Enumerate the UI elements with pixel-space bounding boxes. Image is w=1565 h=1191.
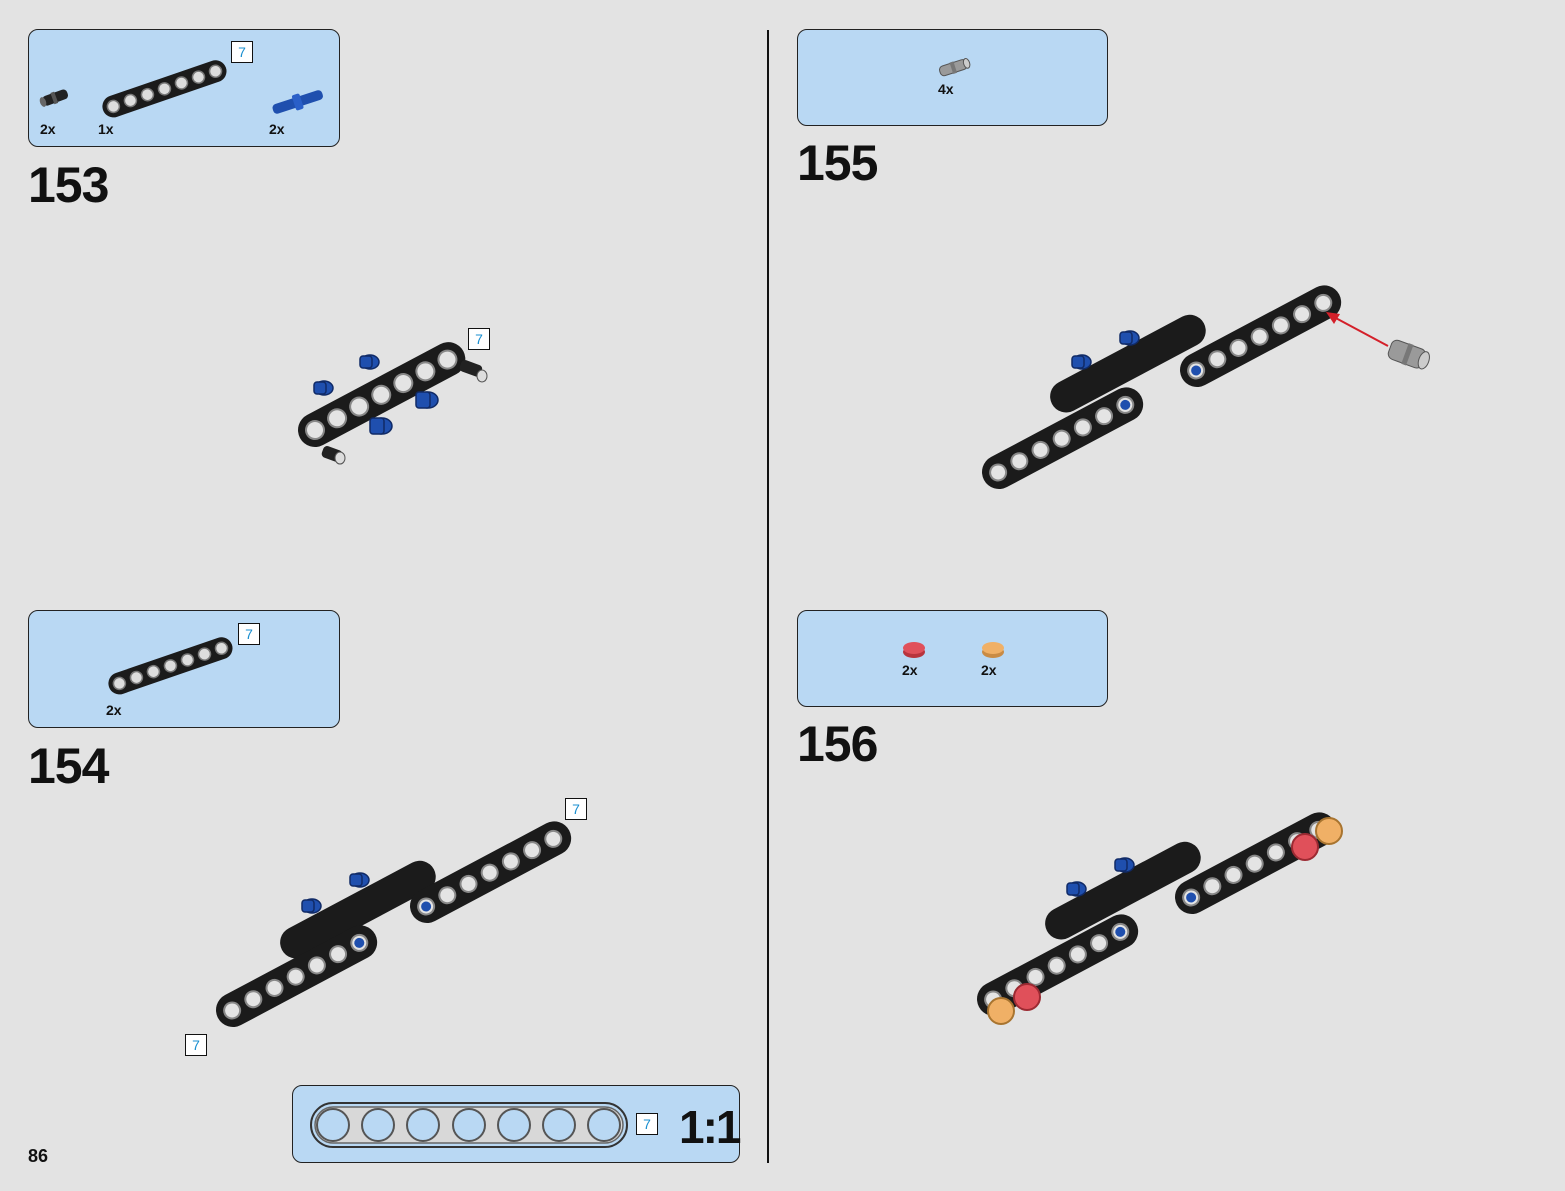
red-round-tile-icon: [1013, 833, 1319, 1011]
parts-box-step-154: 2x 7: [28, 610, 340, 728]
scale-length-tag: 7: [636, 1113, 658, 1135]
beam-7-icon: [108, 637, 233, 695]
beam-length-tag: 7: [231, 41, 253, 63]
parts-box-step-156: 2x 2x: [797, 610, 1108, 707]
part-qty: 2x: [981, 662, 997, 678]
assembly-model-156: [977, 812, 1343, 1025]
callout-length-tag: 7: [468, 328, 490, 350]
scale-box: 7 1:1: [292, 1085, 742, 1163]
beam-length-tag: 7: [238, 623, 260, 645]
gray-pin-icon: [1387, 339, 1430, 370]
insert-arrow: [1326, 312, 1389, 347]
parts-box-step-155: 4x: [797, 29, 1108, 126]
beam-7-icon: [102, 60, 227, 118]
step-number-156: 156: [797, 716, 878, 772]
parts-art-153: [39, 60, 323, 118]
part-qty: 2x: [106, 702, 122, 718]
page-divider: [767, 30, 769, 1163]
callout-length-tag: 7: [185, 1034, 207, 1056]
blue-axle-pin-icon: [272, 90, 323, 114]
part-qty: 2x: [40, 121, 56, 137]
assembly-model-153: [298, 342, 488, 465]
scale-ratio: 1:1: [679, 1101, 742, 1153]
step-number-153: 153: [28, 157, 109, 213]
parts-art-155: [938, 58, 971, 77]
orange-round-tile-icon: [982, 642, 1004, 658]
parts-art-156: [903, 642, 1004, 658]
assembly-model-154: [216, 821, 572, 1028]
gray-pin-icon: [938, 58, 971, 77]
parts-art-154: [108, 637, 233, 695]
step-number-154: 154: [28, 738, 109, 794]
black-pin-icon: [39, 89, 69, 107]
page-number: 86: [28, 1146, 49, 1166]
parts-box-step-153: 2x 1x 2x 7: [28, 29, 340, 147]
assembly-model-155: [982, 285, 1430, 490]
orange-round-tile-icon: [987, 817, 1343, 1025]
part-qty: 1x: [98, 121, 114, 137]
beam-7-scale-icon: [310, 1102, 628, 1148]
part-qty: 2x: [902, 662, 918, 678]
part-qty: 2x: [269, 121, 285, 137]
callout-length-tag: 7: [565, 798, 587, 820]
black-pin-icon: [321, 360, 488, 465]
step-number-155: 155: [797, 135, 878, 191]
red-round-tile-icon: [903, 642, 925, 658]
part-qty: 4x: [938, 81, 954, 97]
